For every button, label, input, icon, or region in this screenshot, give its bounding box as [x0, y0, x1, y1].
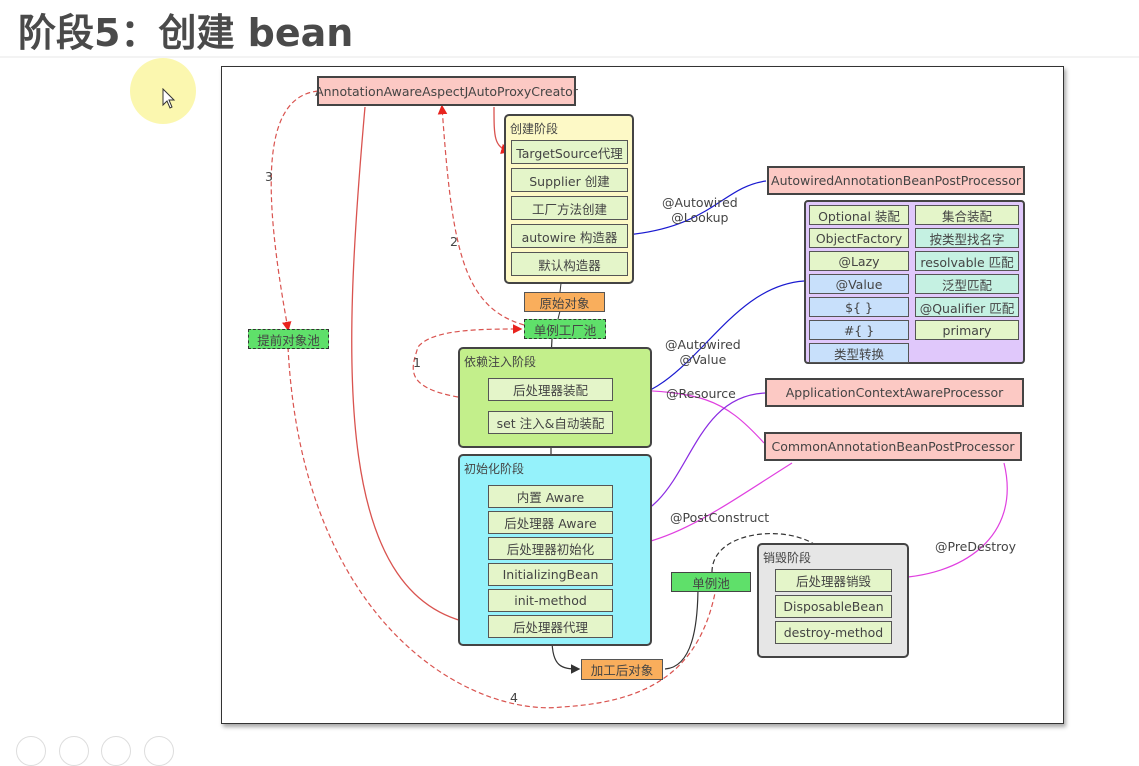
early-object-pool: 提前对象池: [248, 329, 329, 349]
init-item: 后处理器代理: [488, 615, 613, 638]
destroy-item: destroy-method: [775, 621, 892, 644]
destroy-stage-label: 销毁阶段: [763, 551, 812, 565]
title-divider: [0, 56, 1139, 58]
create-item: Supplier 创建: [511, 168, 628, 192]
page-title: 阶段5：创建 bean: [18, 11, 354, 55]
grid-right-item: 集合装配: [915, 205, 1019, 225]
grid-left-item: @Lazy: [809, 251, 909, 271]
create-stage-label: 创建阶段: [510, 122, 559, 136]
grid-right-item: 泛型匹配: [915, 274, 1019, 294]
nav-dot[interactable]: [59, 736, 89, 766]
diagram-canvas: AnnotationAwareAspectJAutoProxyCreator 创…: [221, 66, 1064, 724]
init-item: InitializingBean: [488, 563, 613, 586]
init-stage-label: 初始化阶段: [464, 462, 525, 476]
label-autowired-value: @Autowired @Value: [665, 337, 741, 367]
nav-dot[interactable]: [101, 736, 131, 766]
di-stage: 依赖注入阶段 后处理器装配 set 注入&自动装配: [458, 347, 652, 448]
autowire-grid: Optional 装配 ObjectFactory @Lazy @Value $…: [804, 200, 1025, 364]
edge-4: [287, 346, 721, 709]
label-postconstruct: @PostConstruct: [670, 510, 770, 525]
edge-3: [270, 90, 319, 332]
label-autowired-lookup: @Autowired @Lookup: [662, 195, 738, 225]
di-item: 后处理器装配: [488, 378, 613, 401]
label-resource: @Resource: [666, 386, 736, 401]
di-item: set 注入&自动装配: [488, 411, 613, 434]
destroy-item: 后处理器销毁: [775, 569, 892, 592]
grid-right-item: resolvable 匹配: [915, 251, 1019, 271]
di-stage-label: 依赖注入阶段: [464, 355, 537, 369]
nav-dot[interactable]: [144, 736, 174, 766]
label-step-4: 4: [510, 690, 518, 705]
singleton-factory-pool: 单例工厂池: [524, 319, 606, 339]
grid-left-item: #{ }: [809, 320, 909, 340]
init-item: 后处理器初始化: [488, 537, 613, 560]
label-step-2: 2: [450, 234, 458, 249]
edge-2: [437, 104, 525, 326]
edge-autowired-ctor: [623, 180, 767, 240]
edge-pool-destroy: [711, 533, 834, 573]
grid-right-item: 按类型找名字: [915, 228, 1019, 248]
destroy-stage: 销毁阶段 后处理器销毁 DisposableBean destroy-metho…: [757, 543, 909, 658]
singleton-pool: 单例池: [671, 572, 751, 592]
nav-dot[interactable]: [16, 736, 46, 766]
grid-left-item: Optional 装配: [809, 205, 909, 225]
destroy-item: DisposableBean: [775, 595, 892, 618]
edge-predestroy: [887, 462, 1008, 583]
label-predestroy: @PreDestroy: [935, 539, 1017, 554]
grid-left-item: ${ }: [809, 297, 909, 317]
init-item: 内置 Aware: [488, 485, 613, 508]
processed-object: 加工后对象: [581, 659, 663, 680]
grid-left-item: @Value: [809, 274, 909, 294]
grid-left-item: 类型转换: [809, 343, 909, 363]
create-item: autowire 构造器: [511, 224, 628, 248]
grid-right-item: primary: [915, 320, 1019, 340]
create-item: TargetSource代理: [511, 140, 628, 164]
aspectj-processor: AnnotationAwareAspectJAutoProxyCreator: [315, 76, 578, 106]
mouse-cursor-icon: [162, 88, 176, 109]
init-stage: 初始化阶段 内置 Aware 后处理器 Aware 后处理器初始化 Initia…: [458, 454, 652, 646]
autowired-processor: AutowiredAnnotationBeanPostProcessor: [767, 166, 1025, 195]
raw-object: 原始对象: [524, 292, 605, 312]
grid-right-item: @Qualifier 匹配: [915, 297, 1019, 317]
common-processor: CommonAnnotationBeanPostProcessor: [764, 432, 1022, 461]
label-step-1: 1: [413, 355, 421, 370]
edge-aspectj-proxy: [351, 106, 485, 630]
appctx-processor: ApplicationContextAwareProcessor: [765, 378, 1024, 407]
init-item: 后处理器 Aware: [488, 511, 613, 534]
grid-left-item: ObjectFactory: [809, 228, 909, 248]
create-stage: 创建阶段 TargetSource代理 Supplier 创建 工厂方法创建 a…: [504, 114, 634, 284]
create-item: 工厂方法创建: [511, 196, 628, 220]
label-step-3: 3: [265, 169, 273, 184]
edge-processed-pool: [664, 582, 703, 670]
init-item: init-method: [488, 589, 613, 612]
create-item: 默认构造器: [511, 252, 628, 276]
edge-1: [412, 324, 523, 398]
